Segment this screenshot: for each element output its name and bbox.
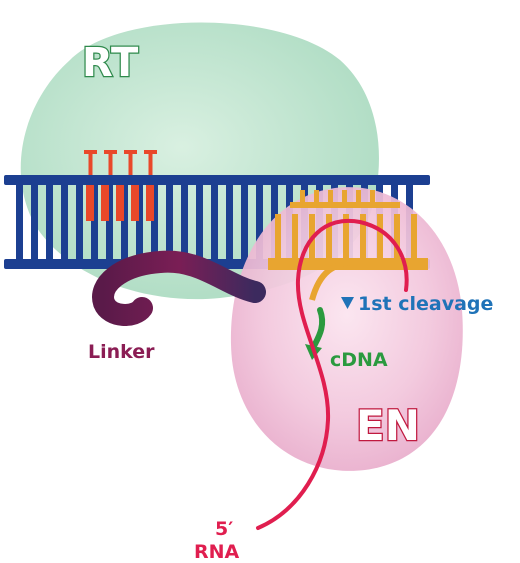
dna-base-pair [106, 185, 113, 259]
dna-base-pair [16, 185, 23, 259]
t-base-stem [128, 150, 133, 175]
rna-label: RNA [194, 541, 240, 563]
en-protein: EN [230, 187, 463, 471]
rt-base [86, 185, 94, 221]
linker-label: Linker [88, 341, 155, 363]
en-top-base [370, 190, 375, 204]
dna-base-pair [196, 185, 203, 259]
en-base [275, 214, 281, 258]
en-top-base [342, 190, 347, 204]
t-base-stem [88, 150, 93, 175]
en-base [411, 214, 417, 258]
dna-base-pair [31, 185, 38, 259]
rt-primer-bases [84, 150, 157, 221]
dna-base-pair [226, 185, 233, 259]
dna-base-pair [166, 185, 173, 259]
rt-base [101, 185, 109, 221]
en-label: EN [356, 401, 420, 450]
dna-base-pair [136, 185, 143, 259]
rt-base [116, 185, 124, 221]
t-base-stem [148, 150, 153, 175]
t-base-stem [108, 150, 113, 175]
en-top-strand [290, 202, 400, 208]
dna-base-pair [211, 185, 218, 259]
en-top-base [314, 190, 319, 204]
dna-base-pair [151, 185, 158, 259]
dna-base-pair [61, 185, 68, 259]
dna-base-pair [256, 185, 263, 259]
dna-top-strand [4, 175, 430, 185]
dna-base-pair [241, 185, 248, 259]
cleavage-label: 1st cleavage [358, 293, 493, 315]
dna-base-pair [181, 185, 188, 259]
dna-base-pair [46, 185, 53, 259]
en-base [394, 214, 400, 258]
dna-base-pair [76, 185, 83, 259]
en-base [360, 214, 366, 258]
cleavage-arrowhead [341, 297, 354, 309]
en-base [343, 214, 349, 258]
en-top-base [356, 190, 361, 204]
en-base [292, 214, 298, 258]
en-top-base [328, 190, 333, 204]
five-prime-label: 5′ [215, 518, 233, 540]
dna-base-pair [121, 185, 128, 259]
cdna-arrow [311, 307, 326, 349]
en-top-base [300, 190, 305, 204]
rt-base [146, 185, 154, 221]
dna-base-pair [91, 185, 98, 259]
rna-strand [256, 218, 409, 530]
cdna-label: cDNA [330, 349, 388, 371]
linker-chain [92, 250, 266, 326]
rt-base [131, 185, 139, 221]
en-base [377, 214, 383, 258]
en-base [326, 214, 332, 258]
rt-label: RT [82, 40, 139, 86]
en-cleaved-end [309, 259, 351, 301]
